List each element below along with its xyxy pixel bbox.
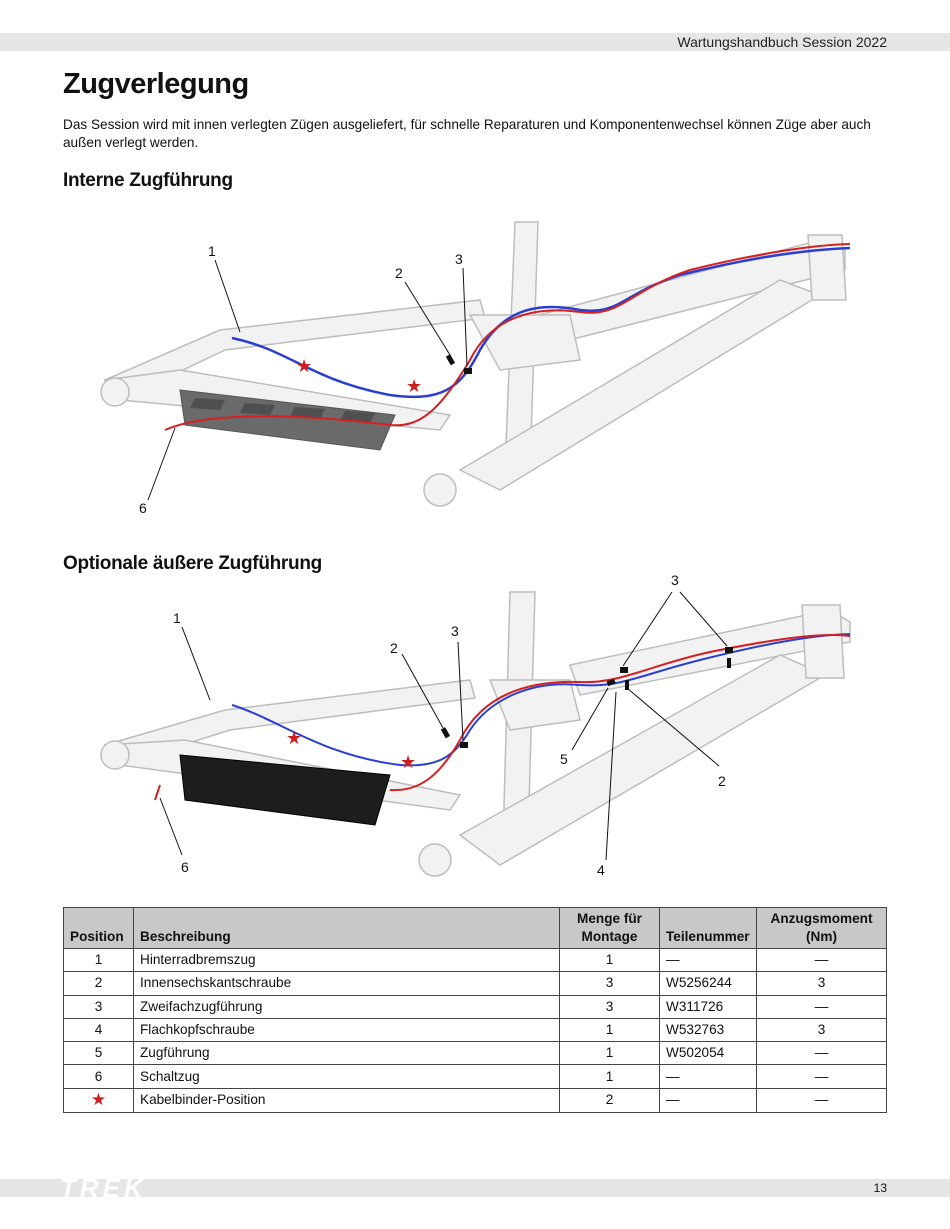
- table-row: ★ Kabelbinder-Position 2 — —: [63, 1087, 887, 1113]
- external-routing-diagram: ★ ★ 1 2 3 3 5 2 4 6: [60, 570, 890, 890]
- callout-label: 4: [597, 862, 605, 878]
- cell-description: Flachkopfschraube: [133, 1017, 560, 1043]
- cell-description: Hinterradbremszug: [133, 947, 560, 973]
- col-header-position: Position: [63, 907, 134, 949]
- cable-guide-marker: [464, 368, 472, 374]
- frame-outline: [100, 591, 851, 877]
- table-row: 1 Hinterradbremszug 1 — —: [63, 947, 887, 973]
- table-row: 5 Zugführung 1 W502054 —: [63, 1041, 887, 1066]
- shift-cable-line: [164, 243, 851, 431]
- cell-qty: 3: [559, 971, 660, 996]
- cell-part: W502054: [659, 1041, 757, 1066]
- cell-position: 6: [63, 1064, 134, 1089]
- cell-part: W532763: [659, 1017, 757, 1043]
- manual-title: Wartungshandbuch Session 2022: [677, 34, 887, 50]
- star-icon: ★: [90, 1089, 107, 1109]
- shock-cover: [179, 389, 396, 451]
- bolt-marker: [727, 658, 731, 668]
- cell-qty: 1: [559, 1017, 660, 1043]
- trek-logo: TREK: [60, 1173, 147, 1203]
- cell-part: W5256244: [659, 971, 757, 996]
- zip-tie-star: ★: [296, 356, 312, 376]
- cell-qty: 1: [559, 1064, 660, 1089]
- callout-label: 6: [139, 500, 147, 516]
- cell-qty: 1: [559, 947, 660, 973]
- table-row: 2 Innensechskantschraube 3 W5256244 3: [63, 971, 887, 996]
- col-header-part: Teilenummer: [659, 907, 757, 949]
- parts-table: Position Beschreibung Menge für Montage …: [63, 907, 887, 1113]
- callout-label: 2: [390, 640, 398, 656]
- callout-label: 3: [451, 623, 459, 639]
- brake-cable-line: [231, 246, 851, 399]
- bolt-marker: [625, 680, 629, 690]
- cell-qty: 2: [559, 1087, 660, 1113]
- table-row: 3 Zweifachzugführung 3 W311726 —: [63, 994, 887, 1019]
- cell-part: W311726: [659, 994, 757, 1019]
- internal-routing-diagram: ★ ★ 1 2 3 6: [60, 200, 890, 530]
- cell-description: Schaltzug: [133, 1064, 560, 1089]
- cell-torque: —: [756, 994, 887, 1019]
- callout-label: 5: [560, 751, 568, 767]
- internal-routing-illustration: ★ ★ 1 2 3 6: [100, 221, 851, 516]
- cell-position: 5: [63, 1041, 134, 1066]
- cell-qty: 1: [559, 1041, 660, 1066]
- cell-position: 3: [63, 994, 134, 1019]
- callout-label: 3: [455, 251, 463, 267]
- frame-outline: [100, 221, 847, 507]
- section-title-internal: Interne Zugführung: [63, 170, 233, 191]
- shift-cable-line: [154, 633, 851, 801]
- cable-guide-marker: [460, 742, 468, 748]
- section-title-external: Optionale äußere Zugführung: [63, 553, 322, 574]
- bolt-marker: [606, 678, 616, 687]
- leader-lines: [147, 259, 468, 501]
- cell-position-star: ★: [63, 1087, 134, 1113]
- callout-label: 2: [718, 773, 726, 789]
- page-number: 13: [873, 1181, 887, 1195]
- cell-qty: 3: [559, 994, 660, 1019]
- cell-torque: —: [756, 1064, 887, 1089]
- callout-label: 1: [208, 243, 216, 259]
- cell-torque: —: [756, 947, 887, 973]
- cell-torque: 3: [756, 1017, 887, 1043]
- cell-description: Innensechskantschraube: [133, 971, 560, 996]
- zip-tie-star: ★: [286, 728, 302, 748]
- callout-label: 6: [181, 859, 189, 875]
- cell-part: —: [659, 1064, 757, 1089]
- zip-tie-star: ★: [406, 376, 422, 396]
- cell-position: 4: [63, 1017, 134, 1043]
- cover-ribs: [190, 398, 375, 423]
- col-header-torque: Anzugsmoment (Nm): [756, 907, 887, 949]
- shock-cover: [179, 754, 391, 826]
- cell-description: Zugführung: [133, 1041, 560, 1066]
- cell-torque: —: [756, 1041, 887, 1066]
- cell-description: Zweifachzugführung: [133, 994, 560, 1019]
- cable-guide-marker: [620, 667, 628, 673]
- callout-label: 2: [395, 265, 403, 281]
- zip-tie-star: ★: [400, 752, 416, 772]
- cell-part: —: [659, 947, 757, 973]
- bolt-marker: [440, 727, 451, 739]
- col-header-qty: Menge für Montage: [559, 907, 660, 949]
- cell-position: 1: [63, 947, 134, 973]
- col-header-description: Beschreibung: [133, 907, 560, 949]
- callout-label: 3: [671, 572, 679, 588]
- external-routing-illustration: ★ ★ 1 2 3 3 5 2 4 6: [100, 572, 851, 878]
- footer-band: [0, 1179, 950, 1197]
- table-row: 6 Schaltzug 1 — —: [63, 1064, 887, 1089]
- cell-part: —: [659, 1087, 757, 1113]
- intro-text: Das Session wird mit innen verlegten Züg…: [63, 117, 871, 150]
- cell-torque: —: [756, 1087, 887, 1113]
- page-title: Zugverlegung: [63, 68, 249, 100]
- cable-guide-marker: [725, 647, 733, 653]
- table-header-row: Position Beschreibung Menge für Montage …: [63, 907, 887, 949]
- leader-lines: [159, 591, 728, 861]
- callout-label: 1: [173, 610, 181, 626]
- cell-position: 2: [63, 971, 134, 996]
- bolt-marker: [445, 354, 456, 366]
- header-band: [0, 33, 950, 51]
- cell-torque: 3: [756, 971, 887, 996]
- table-row: 4 Flachkopfschraube 1 W532763 3: [63, 1017, 887, 1043]
- cell-description: Kabelbinder-Position: [133, 1087, 560, 1113]
